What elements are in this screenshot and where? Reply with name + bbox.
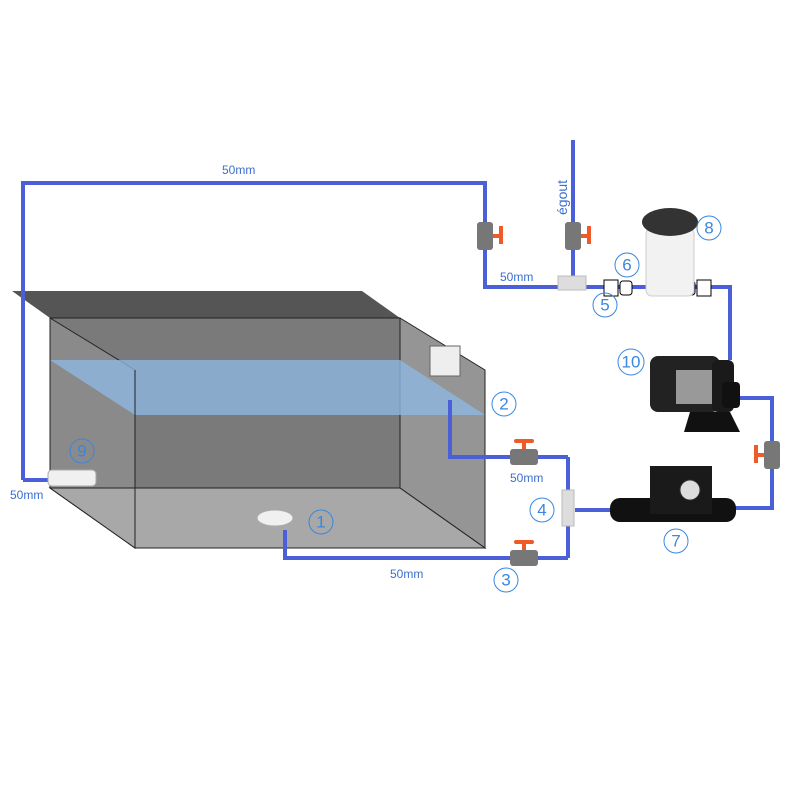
tee-fitting-4 (561, 489, 575, 527)
tank (12, 291, 487, 549)
valve-skimmer[interactable] (510, 439, 538, 465)
svg-text:7: 7 (671, 532, 680, 551)
svg-text:3: 3 (501, 571, 510, 590)
callout-10: 10 (617, 348, 645, 376)
svg-text:4: 4 (537, 501, 546, 520)
callout-4: 4 (529, 497, 555, 523)
callout-8: 8 (696, 215, 722, 241)
callout-3: 3 (493, 567, 519, 593)
label-50mm-top: 50mm (222, 163, 255, 177)
label-50mm-bottom: 50mm (390, 567, 423, 581)
svg-text:5: 5 (600, 296, 609, 315)
callout-6: 6 (614, 252, 640, 278)
tee-fitting-drain (557, 275, 587, 291)
svg-text:9: 9 (77, 442, 86, 461)
callout-1: 1 (308, 509, 334, 535)
svg-text:6: 6 (622, 256, 631, 275)
label-50mm-left: 50mm (10, 488, 43, 502)
valve-pump-out[interactable] (754, 441, 780, 469)
callout-9: 9 (69, 438, 95, 464)
return-jet (47, 469, 97, 487)
pump (650, 356, 740, 432)
valve-bottom[interactable] (510, 540, 538, 566)
callout-2: 2 (491, 391, 517, 417)
skimmer (429, 345, 461, 377)
callout-5: 5 (592, 292, 618, 318)
filter-cartridge (642, 208, 698, 297)
tank-top-cover (12, 291, 400, 318)
label-drain: égout (554, 180, 570, 215)
valve-drain[interactable] (565, 222, 591, 250)
svg-text:8: 8 (704, 219, 713, 238)
heater (610, 466, 736, 522)
label-50mm-skimmer: 50mm (510, 471, 543, 485)
union-fitting-5-6 (603, 279, 633, 297)
callout-7: 7 (663, 528, 689, 554)
water-surface (50, 360, 485, 415)
bottom-drain (256, 509, 294, 527)
valve-top[interactable] (477, 222, 503, 250)
svg-text:10: 10 (622, 353, 641, 372)
svg-text:2: 2 (499, 395, 508, 414)
bottom-drain-pipe (283, 530, 568, 560)
svg-text:1: 1 (316, 513, 325, 532)
label-50mm-mid: 50mm (500, 270, 533, 284)
